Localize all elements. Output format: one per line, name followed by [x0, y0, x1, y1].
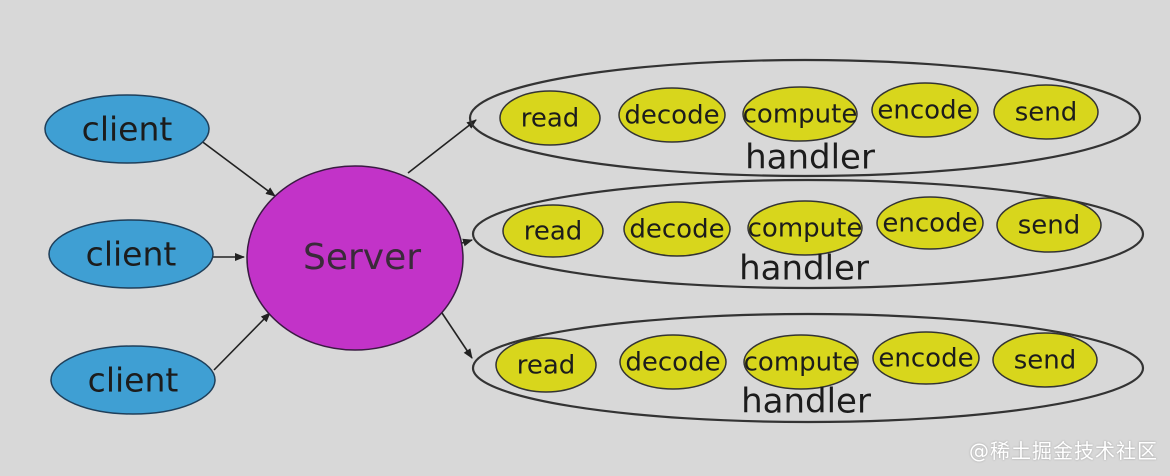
handler-step-decode: decode	[619, 334, 727, 390]
svg-text:compute: compute	[743, 100, 858, 130]
svg-text:compute: compute	[744, 348, 859, 378]
handler-label: handler	[745, 138, 875, 178]
handler-step-encode: encode	[876, 196, 984, 250]
client-label: client	[82, 110, 173, 149]
handler-step-read: read	[499, 90, 601, 146]
handler-label: handler	[741, 382, 871, 422]
svg-text:read: read	[517, 351, 576, 381]
handler-step-compute: compute	[742, 86, 858, 142]
handler-step-decode: decode	[623, 201, 731, 257]
svg-text:send: send	[1014, 346, 1077, 376]
handler-step-read: read	[502, 204, 604, 258]
handler-group: read decode compute encode send handler	[471, 178, 1145, 290]
svg-text:encode: encode	[878, 344, 973, 374]
client-node: client	[44, 94, 210, 164]
handler-step-read: read	[495, 337, 597, 393]
server-node: Server	[246, 165, 464, 351]
arrow-server-to-handler-2	[461, 238, 473, 247]
arrow-client-3-to-server	[213, 312, 271, 371]
client-node: client	[50, 345, 216, 415]
client-node: client	[48, 219, 214, 289]
client-label: client	[86, 235, 177, 274]
arrow-server-to-handler-1	[407, 119, 477, 174]
handler-step-send: send	[993, 84, 1099, 140]
handler-step-compute: compute	[743, 334, 859, 390]
svg-text:encode: encode	[877, 96, 972, 126]
svg-text:compute: compute	[748, 214, 863, 244]
svg-text:decode: decode	[625, 348, 720, 378]
arrow-client-1-to-server	[199, 139, 276, 197]
arrow-server-to-handler-3	[441, 312, 473, 359]
svg-text:decode: decode	[629, 215, 724, 245]
svg-text:send: send	[1018, 211, 1081, 241]
handler-step-send: send	[996, 197, 1102, 253]
handler-step-encode: encode	[872, 331, 980, 385]
svg-text:read: read	[524, 217, 583, 247]
handler-step-compute: compute	[747, 200, 863, 256]
svg-text:encode: encode	[882, 209, 977, 239]
svg-text:read: read	[521, 104, 580, 134]
watermark: @稀土掘金技术社区	[969, 439, 1158, 463]
handler-step-encode: encode	[871, 82, 979, 138]
svg-text:send: send	[1015, 98, 1078, 128]
handler-group: read decode compute encode send handler	[471, 312, 1145, 424]
client-label: client	[88, 361, 179, 400]
svg-text:decode: decode	[624, 101, 719, 131]
handler-step-decode: decode	[618, 87, 726, 143]
handler-group: read decode compute encode send handler	[468, 58, 1142, 178]
handler-step-send: send	[992, 332, 1098, 388]
server-label: Server	[303, 237, 421, 278]
handler-label: handler	[739, 249, 869, 289]
